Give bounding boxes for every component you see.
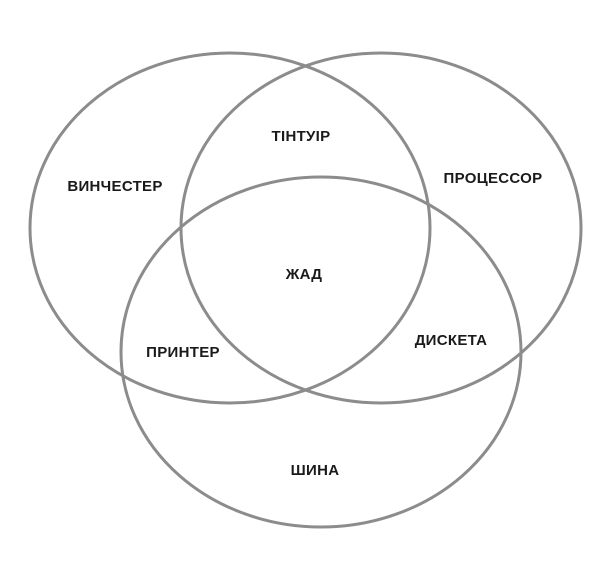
- label-right-only: ПРОЦЕССОР: [444, 170, 543, 187]
- circle-bottom: [119, 175, 523, 529]
- label-right-bottom: ДИСКЕТА: [415, 332, 488, 349]
- label-left-bottom: ПРИНТЕР: [146, 344, 220, 361]
- label-bottom-only: ШИНА: [291, 462, 340, 479]
- circle-left: [28, 51, 432, 405]
- label-center: ЖАД: [285, 266, 323, 283]
- label-left-right: ТІНТУІР: [272, 128, 331, 145]
- label-left-only: ВИНЧЕСТЕР: [67, 178, 162, 195]
